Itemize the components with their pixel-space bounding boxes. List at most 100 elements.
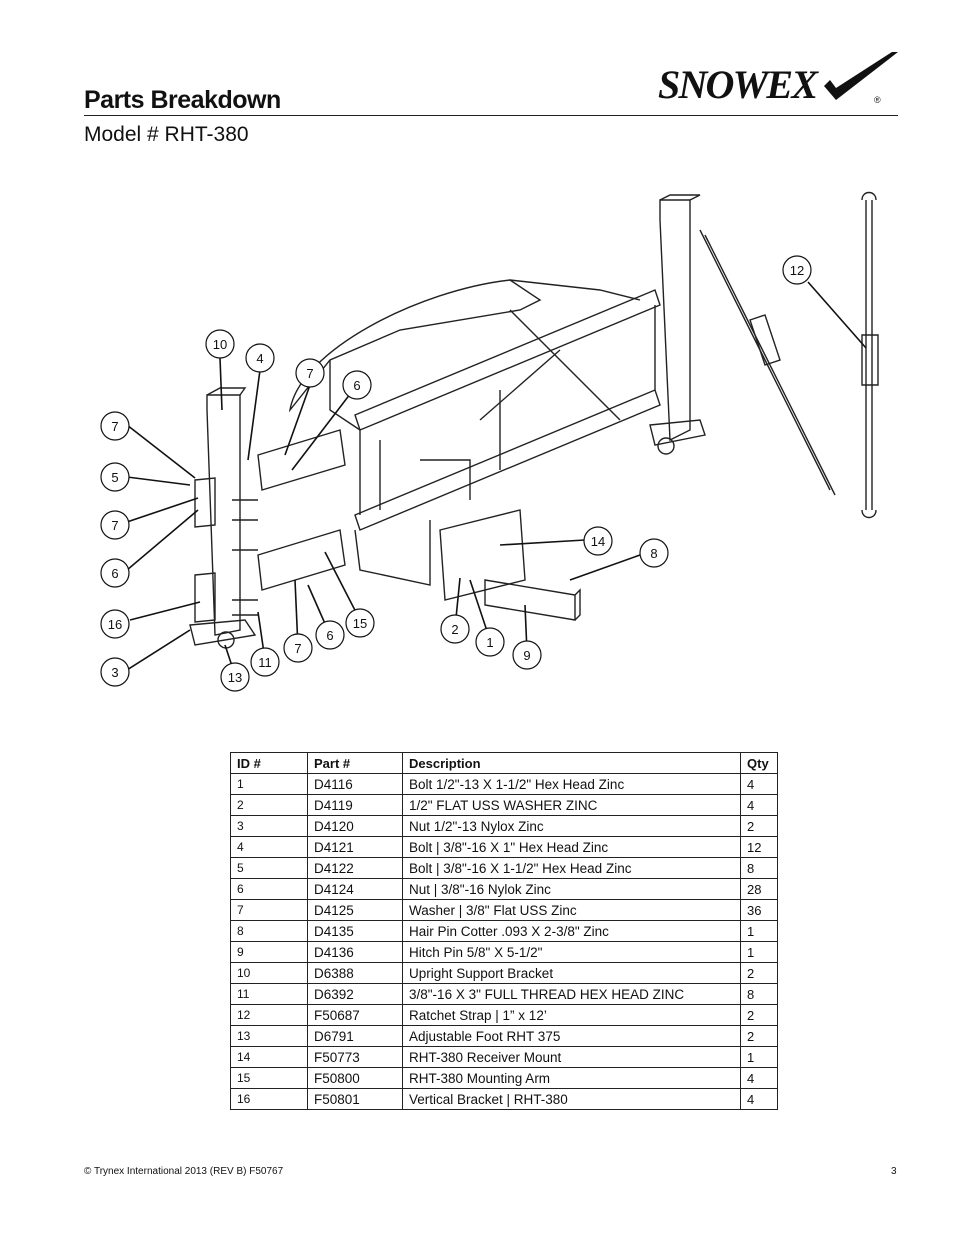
callout-6: 6 <box>111 566 118 581</box>
cell-part: F50800 <box>307 1067 403 1089</box>
cell-qty: 8 <box>740 857 778 879</box>
page-title: Parts Breakdown <box>84 86 281 114</box>
svg-text:®: ® <box>874 95 881 105</box>
cell-id: 10 <box>230 962 308 984</box>
svg-text:SNOWEX: SNOWEX <box>658 62 819 107</box>
cell-id: 4 <box>230 836 308 858</box>
cell-desc: Bolt 1/2"-13 X 1-1/2" Hex Head Zinc <box>402 773 741 795</box>
cell-id: 1 <box>230 773 308 795</box>
cell-qty: 1 <box>740 1046 778 1068</box>
cell-qty: 12 <box>740 836 778 858</box>
callout-7: 7 <box>306 366 313 381</box>
cell-part: D4135 <box>307 920 403 942</box>
cell-part: F50801 <box>307 1088 403 1110</box>
cell-part: D4119 <box>307 794 403 816</box>
cell-id: 14 <box>230 1046 308 1068</box>
cell-part: F50687 <box>307 1004 403 1026</box>
callout-11: 11 <box>258 655 272 670</box>
callout-16: 16 <box>108 617 122 632</box>
header-divider <box>84 115 898 116</box>
cell-desc: Adjustable Foot RHT 375 <box>402 1025 741 1047</box>
snowex-logo: SNOWEX ® <box>658 52 898 107</box>
cell-desc: 1/2" FLAT USS WASHER ZINC <box>402 794 741 816</box>
cell-part: D6392 <box>307 983 403 1005</box>
page-number: 3 <box>891 1166 897 1177</box>
cell-desc: Bolt | 3/8"-16 X 1" Hex Head Zinc <box>402 836 741 858</box>
cell-desc: 3/8"-16 X 3" FULL THREAD HEX HEAD ZINC <box>402 983 741 1005</box>
cell-id: 13 <box>230 1025 308 1047</box>
callout-10: 10 <box>213 337 227 352</box>
callout-13: 13 <box>228 670 242 685</box>
cell-part: D4120 <box>307 815 403 837</box>
cell-desc: Hair Pin Cotter .093 X 2-3/8" Zinc <box>402 920 741 942</box>
callout-7: 7 <box>294 641 301 656</box>
cell-id: 15 <box>230 1067 308 1089</box>
cell-qty: 2 <box>740 1025 778 1047</box>
cell-qty: 4 <box>740 1067 778 1089</box>
callout-7: 7 <box>111 518 118 533</box>
cell-part: D6791 <box>307 1025 403 1047</box>
cell-part: D4116 <box>307 773 403 795</box>
footer-copyright: © Trynex International 2013 (REV B) F507… <box>84 1166 284 1177</box>
callout-bubbles: 10 4 7 6 7 5 7 6 16 3 13 11 7 6 15 2 1 9… <box>100 255 812 692</box>
cell-qty: 36 <box>740 899 778 921</box>
cell-desc: Ratchet Strap | 1” x 12’ <box>402 1004 741 1026</box>
cell-part: D4124 <box>307 878 403 900</box>
cell-id: 9 <box>230 941 308 963</box>
cell-desc: Bolt | 3/8"-16 X 1-1/2" Hex Head Zinc <box>402 857 741 879</box>
cell-desc: Vertical Bracket | RHT-380 <box>402 1088 741 1110</box>
cell-id: 2 <box>230 794 308 816</box>
callout-9: 9 <box>523 648 530 663</box>
cell-desc: RHT-380 Mounting Arm <box>402 1067 741 1089</box>
cell-desc: Nut | 3/8"-16 Nylok Zinc <box>402 878 741 900</box>
callout-5: 5 <box>111 470 118 485</box>
cell-part: D4121 <box>307 836 403 858</box>
column-header-qty: Qty <box>740 752 778 774</box>
cell-qty: 1 <box>740 941 778 963</box>
cell-desc: Washer | 3/8" Flat USS Zinc <box>402 899 741 921</box>
cell-qty: 2 <box>740 1004 778 1026</box>
cell-part: D4125 <box>307 899 403 921</box>
callout-6: 6 <box>353 378 360 393</box>
cell-qty: 2 <box>740 815 778 837</box>
cell-id: 7 <box>230 899 308 921</box>
cell-part: F50773 <box>307 1046 403 1068</box>
cell-qty: 1 <box>740 920 778 942</box>
table-header-row: ID # Part # Description Qty <box>230 752 778 774</box>
cell-qty: 28 <box>740 878 778 900</box>
callout-14: 14 <box>591 534 605 549</box>
cell-qty: 4 <box>740 773 778 795</box>
callout-15: 15 <box>353 616 367 631</box>
cell-qty: 4 <box>740 1088 778 1110</box>
callout-12: 12 <box>790 263 804 278</box>
model-number: Model # RHT-380 <box>84 123 249 146</box>
cell-desc: RHT-380 Receiver Mount <box>402 1046 741 1068</box>
cell-part: D6388 <box>307 962 403 984</box>
cell-id: 3 <box>230 815 308 837</box>
cell-id: 11 <box>230 983 308 1005</box>
cell-desc: Nut 1/2"-13 Nylox Zinc <box>402 815 741 837</box>
cell-id: 5 <box>230 857 308 879</box>
cell-desc: Upright Support Bracket <box>402 962 741 984</box>
column-header-description: Description <box>402 752 741 774</box>
callout-8: 8 <box>650 546 657 561</box>
cell-qty: 8 <box>740 983 778 1005</box>
callout-6: 6 <box>326 628 333 643</box>
cell-id: 6 <box>230 878 308 900</box>
cell-id: 16 <box>230 1088 308 1110</box>
